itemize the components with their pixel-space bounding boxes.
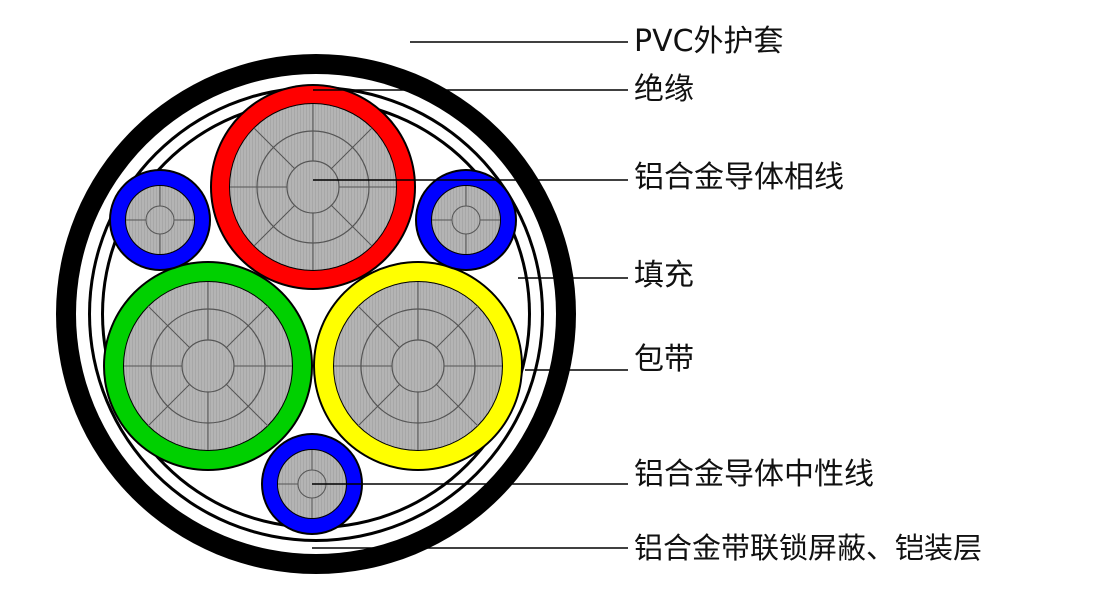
label-armor: 铝合金带联锁屏蔽、铠装层 bbox=[634, 531, 983, 565]
label-pvc-sheath: PVC外护套 bbox=[634, 24, 784, 59]
label-neutral-conductor: 铝合金导体中性线 bbox=[634, 457, 874, 492]
phase-conductor-red bbox=[210, 84, 416, 290]
neutral-conductor-right bbox=[415, 169, 517, 271]
phase-conductor-green bbox=[103, 261, 313, 471]
phase-conductor-yellow bbox=[313, 261, 523, 471]
label-insulation: 绝缘 bbox=[634, 72, 694, 107]
label-filler: 填充 bbox=[634, 258, 694, 293]
neutral-conductor-left bbox=[109, 169, 211, 271]
neutral-conductor-bottom bbox=[261, 433, 363, 535]
label-phase-conductor: 铝合金导体相线 bbox=[634, 160, 844, 195]
label-wrapping-tape: 包带 bbox=[634, 342, 694, 377]
